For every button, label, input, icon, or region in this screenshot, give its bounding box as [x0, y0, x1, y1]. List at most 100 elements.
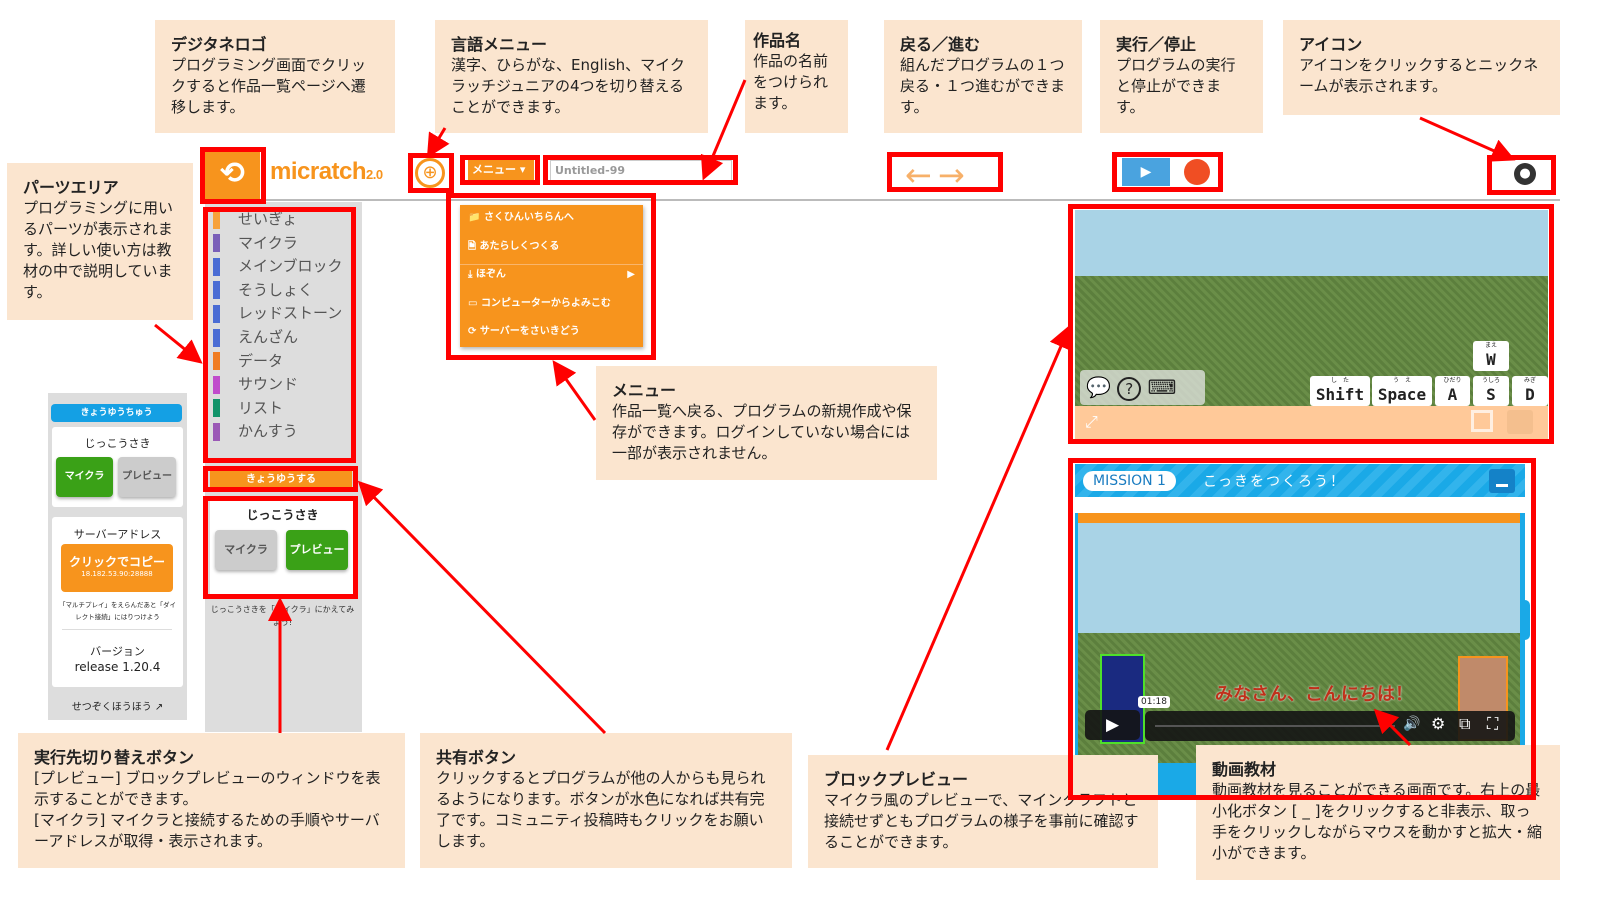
language-menu-globe-icon[interactable]: ⊕: [415, 158, 445, 188]
pip-icon[interactable]: ⧉: [1459, 714, 1471, 733]
keyboard-icon[interactable]: ⌨: [1147, 375, 1177, 399]
callout-body: プログラムの実行と停止ができます。: [1116, 56, 1236, 116]
key-ruby: し た: [1330, 377, 1349, 384]
popout-icon[interactable]: [1471, 410, 1493, 432]
category-item[interactable]: かんすう: [213, 420, 298, 442]
callout-body: プログラミング画面でクリックすると作品一覧ページへ遷移します。: [171, 56, 367, 116]
stop-button[interactable]: [1184, 159, 1210, 185]
callout-title: 作品名: [753, 31, 802, 50]
preview-toggle-button[interactable]: プレビュー: [286, 530, 348, 570]
share-button[interactable]: きょうゆうする: [210, 471, 352, 488]
callout-title: 実行／停止: [1116, 35, 1197, 54]
arrow-menu: [552, 360, 597, 421]
category-label: メインブロック: [238, 257, 343, 276]
callout-body: 作品の名前をつけられます。: [753, 52, 829, 112]
resize-handle-icon[interactable]: ⤢: [1085, 412, 1098, 431]
menu-button[interactable]: メニュー ▾: [468, 160, 534, 180]
chat-icon[interactable]: 💬: [1086, 375, 1111, 399]
connection-help-link[interactable]: せつぞくほうほう ↗: [71, 702, 164, 713]
callout-logo: デジタネロゴプログラミング画面でクリックすると作品一覧ページへ遷移します。: [155, 20, 395, 133]
volume-icon[interactable]: 🔊: [1403, 716, 1421, 732]
category-item[interactable]: レッドストーン: [213, 302, 342, 324]
dest-hint: じっこうさきを「マイクラ」にかえてみよう!: [210, 605, 355, 627]
callout-icon: アイコンアイコンをクリックするとニックネームが表示されます。: [1283, 20, 1560, 115]
key-label: Space: [1377, 385, 1427, 404]
version-value: release 1.20.4: [74, 660, 161, 674]
category-item[interactable]: サウンド: [213, 373, 298, 395]
callout-body: 漢字、ひらがな、English、マイクラッチジュニアの4つを切り替えることができ…: [451, 56, 685, 116]
category-item[interactable]: データ: [213, 350, 283, 372]
category-item[interactable]: そうしょく: [213, 279, 313, 301]
micratch-brand: micratch2.0: [270, 158, 383, 186]
category-item[interactable]: せいぎょ: [213, 208, 297, 230]
category-color-swatch: [213, 281, 220, 300]
category-label: リスト: [238, 398, 284, 417]
digitane-logo-button[interactable]: ⟲: [205, 150, 260, 200]
category-label: サウンド: [238, 375, 299, 394]
callout-language: 言語メニュー漢字、ひらがな、English、マイクラッチジュニアの4つを切り替え…: [435, 20, 708, 133]
callout-body: 組んだプログラムの１つ戻る・１つ進むができます。: [900, 56, 1066, 116]
callout-title: 実行先切り替えボタン: [34, 748, 195, 767]
undo-redo: ←→: [905, 156, 971, 194]
arrow-share: [357, 480, 607, 735]
video-time-tooltip: 01:18: [1138, 696, 1170, 708]
callout-body: アイコンをクリックするとニックネームが表示されます。: [1299, 56, 1539, 95]
video-progress-bar[interactable]: [1155, 725, 1395, 727]
video-minimize-button[interactable]: [1489, 469, 1515, 493]
minimize-icon[interactable]: [1507, 410, 1533, 434]
video-embedded-topbar: [1075, 497, 1525, 513]
fullscreen-icon[interactable]: ⛶: [1487, 714, 1499, 733]
settings-gear-icon[interactable]: ⚙: [1431, 714, 1446, 733]
callout-body: クリックするとプログラムが他の人からも見られるようになります。ボタンが水色になれ…: [436, 769, 766, 850]
category-color-swatch: [213, 304, 220, 323]
paste-hint: 「マルチプレイ」をえらんだあと「ダイレクト接続」にはりつけよう: [59, 601, 176, 621]
play-icon[interactable]: ▶: [1085, 710, 1140, 740]
callout-body: マイクラ風のプレビューで、マインクラフトと接続せずともプログラムの様子を事前に確…: [824, 791, 1139, 851]
undo-arrow-icon[interactable]: ←: [905, 156, 938, 194]
callout-title: アイコン: [1299, 35, 1363, 54]
project-title-input[interactable]: Untitled-99: [550, 160, 732, 182]
callout-title: 言語メニュー: [451, 35, 548, 54]
video-lesson-panel: MISSION 1 こっきをつくろう！ 01:18 ▶ 🔊 ⚙ ⧉ ⛶ みなさん…: [1075, 464, 1525, 799]
micra-toggle-button[interactable]: マイクラ: [56, 457, 113, 497]
key-label: D: [1525, 385, 1535, 404]
video-controls: ▶ 🔊 ⚙ ⧉ ⛶: [1085, 710, 1515, 741]
category-item[interactable]: メインブロック: [213, 255, 343, 277]
account-user-icon[interactable]: ●: [1514, 163, 1536, 185]
category-item[interactable]: えんざん: [213, 326, 298, 348]
category-item[interactable]: リスト: [213, 397, 283, 419]
logo-icon: ⟲: [219, 156, 246, 191]
copy-address-button[interactable]: クリックでコピー 18.182.53.90:28888: [61, 544, 173, 592]
menu-item[interactable]: 🗎 あたらしくつくる: [468, 237, 635, 257]
menu-item[interactable]: ⟳ サーバーをさいきどう: [468, 322, 635, 342]
micra-toggle-button[interactable]: マイクラ: [215, 530, 277, 570]
callout-title: ブロックプレビュー: [824, 770, 969, 789]
callout-menu: メニュー作品一覧へ戻る、プログラムの新規作成や保存ができます。ログインしていない…: [596, 366, 937, 480]
redo-arrow-icon[interactable]: →: [937, 156, 971, 194]
preview-toggle-button[interactable]: プレビュー: [118, 457, 176, 497]
category-color-swatch: [213, 328, 220, 347]
run-button[interactable]: ▶: [1122, 158, 1170, 186]
sharing-status-badge: きょうゆうちゅう: [51, 404, 182, 422]
key-label: W: [1486, 350, 1496, 369]
stage-bottom-bar: ⤢: [1075, 406, 1548, 440]
menu-item[interactable]: ▭ コンピューターからよみこむ: [468, 294, 635, 314]
mission-title: こっきをつくろう！: [1203, 474, 1347, 490]
menu-item[interactable]: 📁 さくひんいちらんへ: [468, 208, 635, 228]
brand-version: 2.0: [366, 167, 383, 182]
video-resize-handle[interactable]: [1520, 600, 1530, 640]
brand-name: micratch: [270, 158, 367, 185]
menu-item-label: ほぞん: [475, 269, 506, 280]
run-destination-panel: じっこうさき マイクラ プレビュー: [210, 500, 355, 595]
category-item[interactable]: マイクラ: [213, 232, 298, 254]
submenu-arrow-icon: ▶: [627, 269, 635, 280]
menu-item[interactable]: ⤓ ほぞん▶: [468, 265, 635, 285]
help-icon[interactable]: ?: [1117, 376, 1142, 401]
